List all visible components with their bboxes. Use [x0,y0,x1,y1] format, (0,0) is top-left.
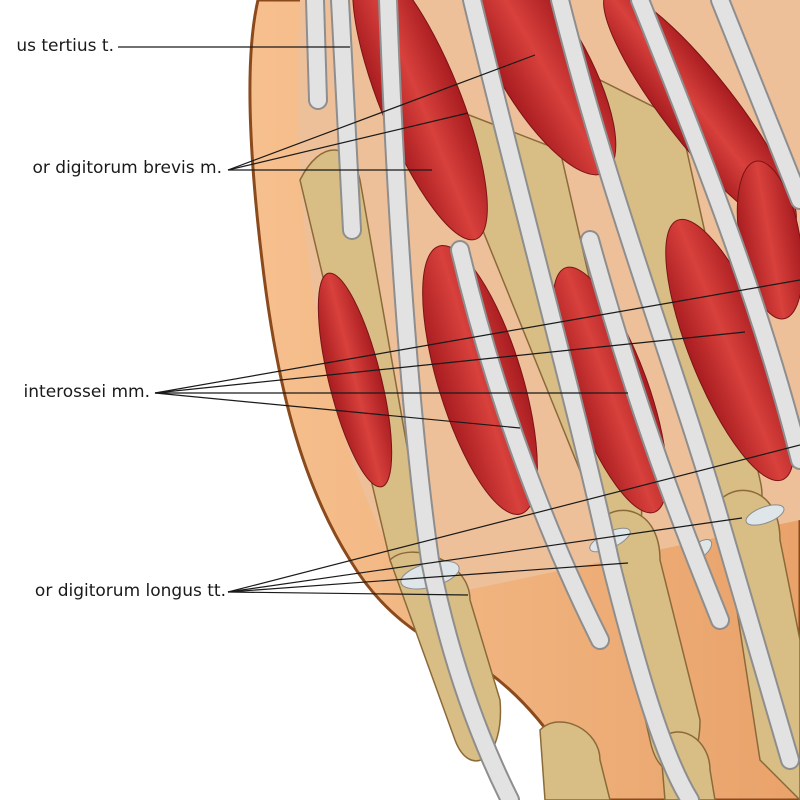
leader-interossei-2 [154,331,746,394]
leader-longus-1 [227,444,800,593]
leader-lines [118,46,800,596]
leader-brevis-2 [227,112,469,171]
label-extensor-digitorum-longus: or digitorum longus tt. [34,581,226,601]
label-fibularis-tertius: us tertius t. [16,36,114,56]
leader-longus-2 [227,517,743,593]
leader-brevis-1 [227,54,536,171]
leader-interossei-4 [154,392,521,429]
tendons [305,0,800,800]
leader-longus-3 [227,562,629,593]
label-extensor-digitorum-brevis: or digitorum brevis m. [32,158,223,178]
leader-longus-4 [227,591,469,596]
leader-interossei-1 [154,279,800,394]
label-interossei: interossei mm. [23,382,150,402]
